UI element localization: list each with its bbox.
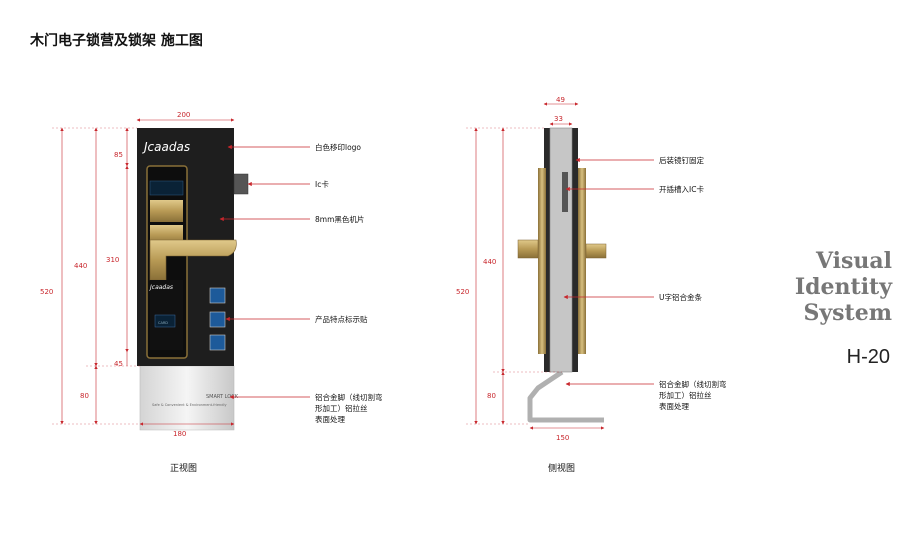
ann-foot-2: 形加工）铝拉丝: [315, 403, 368, 413]
side-channel: [549, 127, 573, 373]
front-view: SMART LOCK Safe & Convenient & Environme…: [40, 111, 383, 474]
front-view-caption: 正视图: [170, 462, 197, 474]
lock-handle: [149, 239, 237, 281]
page-title: 木门电子锁营及锁架 施工图: [30, 33, 203, 49]
side-ann-foot-2: 形加工）铝拉丝: [659, 390, 712, 400]
side-dim-bottom: 150: [556, 434, 569, 442]
vis-line-system: System: [803, 300, 893, 326]
lock-body-logo: Jcaadas: [149, 284, 173, 291]
front-dim-panel: 440: [74, 262, 87, 270]
ann-logo: 白色移印logo: [315, 142, 361, 152]
stand-text: SMART LOCK: [206, 394, 239, 400]
side-card-slot: [562, 172, 568, 212]
side-lock-front: [538, 168, 546, 354]
feature-icon-keypad: [209, 287, 226, 304]
card-slot-label: CARD: [158, 321, 168, 325]
side-dim-panel: 440: [483, 258, 496, 266]
lock-screen: [149, 180, 184, 196]
panel-logo: Jcaadas: [142, 140, 190, 154]
side-view-caption: 侧视图: [548, 462, 575, 474]
card-slot: [154, 314, 176, 328]
front-dim-total: 520: [40, 288, 53, 296]
side-ann-channel: U字铝合金条: [659, 292, 702, 302]
front-dim-top: 200: [177, 111, 190, 119]
visual-identity-system-title: Visual Identity System: [772, 248, 892, 326]
front-dim-lock: 310: [106, 256, 119, 264]
ann-ic: Ic卡: [315, 179, 329, 189]
side-foot: [527, 369, 604, 423]
side-ann-foot-1: 铝合金脚（线切割弯: [659, 379, 727, 389]
front-dim-45: 45: [114, 360, 123, 368]
ann-panel: 8mm黑色机片: [315, 214, 364, 224]
side-view: 49 33 150 520 440 80 后装镜钉固定 开插槽入IC卡 U字铝合…: [456, 96, 727, 474]
ann-sticker: 产品特点标示贴: [315, 314, 368, 324]
ic-card: [233, 173, 249, 195]
side-handle-right: [585, 243, 607, 259]
side-ann-screw: 后装镜钉固定: [659, 155, 704, 165]
front-dim-80: 80: [80, 392, 89, 400]
feature-icon-fingerprint: [209, 334, 226, 351]
vis-line-visual: Visual: [815, 248, 892, 274]
front-dim-bottom: 180: [173, 430, 186, 438]
side-dim-49: 49: [556, 96, 565, 104]
side-dim-33: 33: [554, 115, 563, 123]
side-lock-back: [578, 168, 586, 354]
ann-foot-1: 铝合金脚（线切割弯: [315, 392, 383, 402]
page-code: H-20: [846, 346, 890, 368]
ann-foot-3: 表面处理: [315, 414, 345, 424]
feature-icon-card: [209, 311, 226, 328]
vis-line-identity: Identity: [794, 274, 892, 300]
front-dim-85: 85: [114, 151, 123, 159]
stand-subtext: Safe & Convenient & Environment-friendly: [152, 403, 227, 407]
side-handle-left: [517, 239, 539, 259]
side-ann-foot-3: 表面处理: [659, 401, 689, 411]
side-ann-card: 开插槽入IC卡: [659, 184, 704, 194]
side-dim-total: 520: [456, 288, 469, 296]
side-dim-80: 80: [487, 392, 496, 400]
lock-keypad: [150, 200, 183, 222]
